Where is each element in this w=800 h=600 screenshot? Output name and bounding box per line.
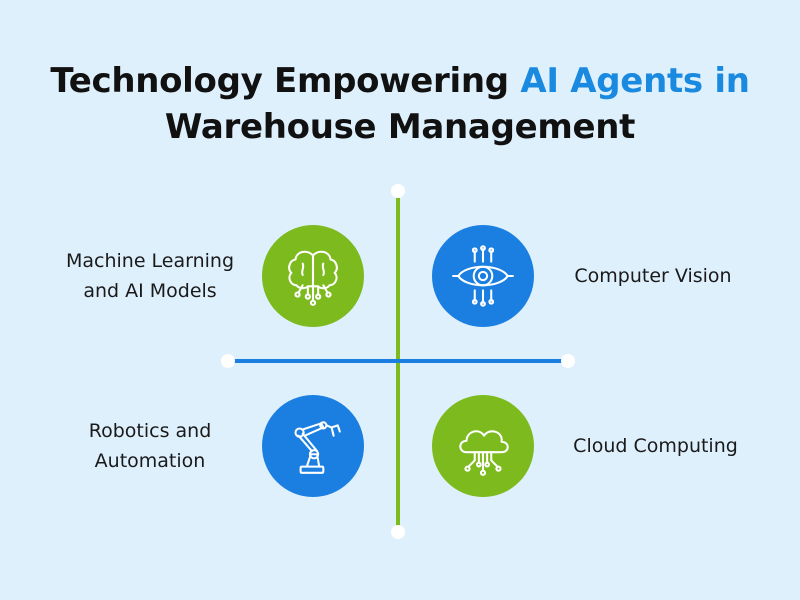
computer-vision-circle <box>432 225 534 327</box>
axis-endpoint-right <box>561 354 575 368</box>
eye-circuit-icon <box>452 245 514 307</box>
machine-learning-label-line-1: Machine Learning <box>65 250 235 272</box>
cloud-computing-label: Cloud Computing <box>548 431 763 461</box>
robotics-label: Robotics and Automation <box>40 416 260 476</box>
machine-learning-label: Machine Learning and AI Models <box>40 246 260 306</box>
machine-learning-label-line-2: and AI Models <box>83 280 217 302</box>
axis-endpoint-top <box>391 184 405 198</box>
computer-vision-label-line-1: Computer Vision <box>574 265 732 287</box>
robotics-label-line-1: Robotics and <box>88 420 212 442</box>
computer-vision-label: Computer Vision <box>548 261 758 291</box>
cloud-computing-circle <box>432 395 534 497</box>
machine-learning-circle <box>262 225 364 327</box>
robotic-arm-icon <box>294 421 341 474</box>
title-line-2: Warehouse Management <box>164 107 636 147</box>
cloud-network-icon <box>459 430 509 476</box>
robotics-label-line-2: Automation <box>94 450 206 472</box>
axis-endpoint-bottom <box>391 525 405 539</box>
title-part-1: Technology Empowering <box>50 61 521 101</box>
axis-endpoint-left <box>221 354 235 368</box>
page-title: Technology Empowering AI Agents in Wareh… <box>0 58 800 150</box>
title-line-1: Technology Empowering AI Agents in <box>0 58 800 104</box>
cloud-computing-label-line-1: Cloud Computing <box>573 435 738 457</box>
brain-circuit-icon <box>288 250 338 306</box>
title-highlight: AI Agents in <box>520 61 750 101</box>
robotics-circle <box>262 395 364 497</box>
